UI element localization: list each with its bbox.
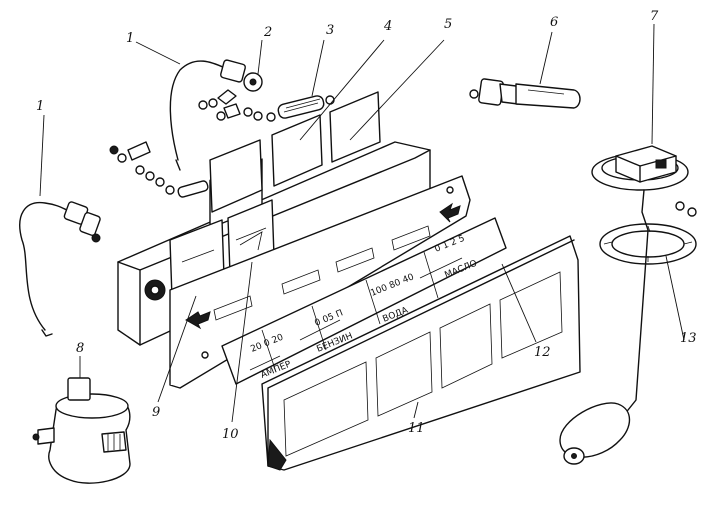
resistor xyxy=(266,39,335,122)
callout-3: 3 xyxy=(326,23,334,38)
leader-9 xyxy=(157,295,197,403)
lamp-socket-cable-top xyxy=(135,41,263,171)
callout-1-left: 1 xyxy=(36,99,44,114)
screws-and-nuts-top xyxy=(198,39,263,121)
bezel-frame xyxy=(261,235,581,471)
callout-11: 11 xyxy=(408,421,425,436)
callout-8: 8 xyxy=(76,341,84,356)
fasteners-left xyxy=(109,141,209,198)
callout-4: 4 xyxy=(383,19,392,34)
callout-6: 6 xyxy=(550,15,558,30)
callout-2: 2 xyxy=(263,25,272,40)
callout-1-top: 1 xyxy=(126,31,134,46)
leader-10 xyxy=(231,261,253,423)
callout-5: 5 xyxy=(444,17,452,32)
temperature-sensor xyxy=(469,31,581,109)
fuel-level-sender xyxy=(559,23,697,465)
oil-pressure-sensor xyxy=(32,356,131,484)
lamp-socket-cable-left xyxy=(19,114,101,337)
leader-12 xyxy=(501,263,537,343)
callout-7: 7 xyxy=(650,9,659,24)
callout-10: 10 xyxy=(222,427,239,442)
callout-13: 13 xyxy=(680,331,697,346)
callout-9: 9 xyxy=(152,405,160,420)
leader-11 xyxy=(413,401,419,419)
callout-12: 12 xyxy=(534,345,551,360)
